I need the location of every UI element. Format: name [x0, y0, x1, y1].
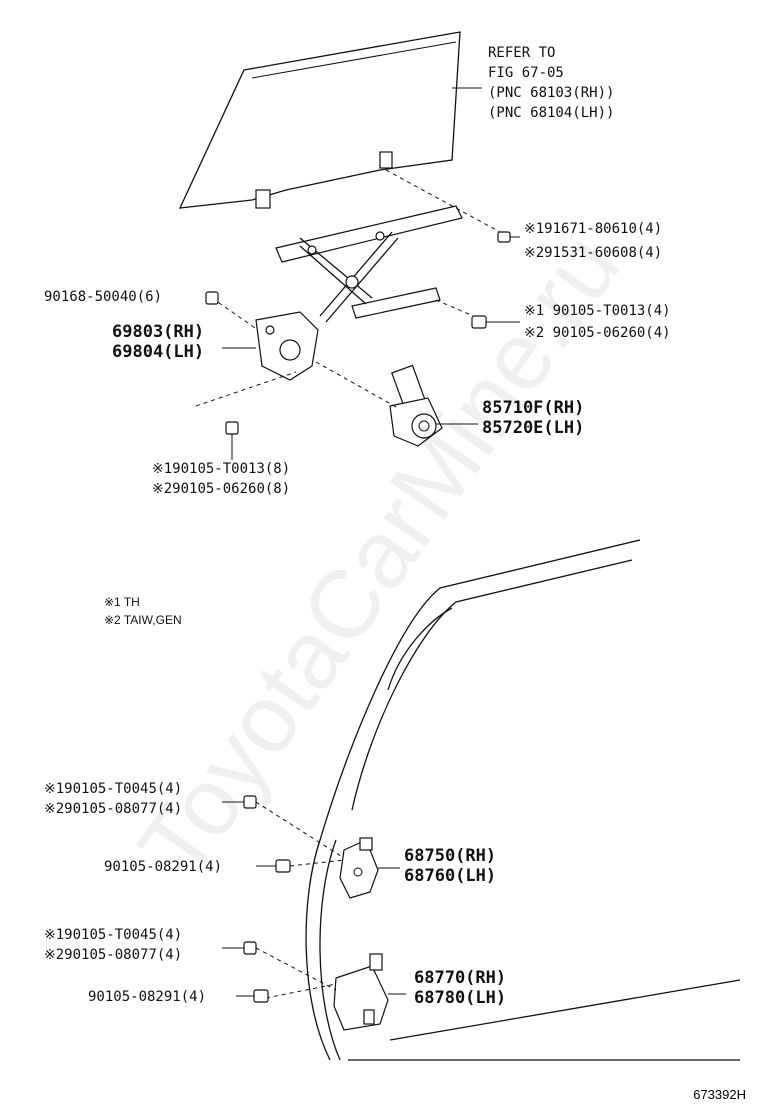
- hinge-low-bolt-label-1: ※190105-T0045(4): [44, 927, 183, 943]
- screw-left-label: 90168-50040(6): [44, 289, 163, 305]
- bolt-icon: [222, 795, 291, 1003]
- hinge-low-bolt-label-2: ※290105-08077(4): [44, 947, 183, 963]
- hinge-up-label-rh: 68750(RH): [404, 846, 497, 866]
- hinge-up-label-lh: 68760(LH): [404, 866, 497, 886]
- refer-line-4: (PNC 68104(LH)): [488, 105, 615, 121]
- regulator-label-rh: 69803(RH): [112, 322, 205, 342]
- hinge-low-label-lh: 68780(LH): [414, 988, 507, 1008]
- bolt-low-label-1: ※190105-T0013(8): [152, 461, 291, 477]
- refer-line-3: (PNC 68103(RH)): [488, 85, 615, 101]
- door-glass: [178, 31, 482, 209]
- upper-door-hinge: [339, 837, 400, 899]
- figure-id: 673392H: [693, 1087, 746, 1102]
- bolt-low-label-2: ※290105-06260(8): [152, 481, 291, 497]
- regulator-label-lh: 69804(LH): [112, 342, 205, 362]
- door-outline: [305, 539, 741, 1061]
- motor-label-rh: 85710F(RH): [482, 398, 585, 418]
- refer-line-2: FIG 67-05: [488, 65, 564, 81]
- hinge-low-bolt2-label: 90105-08291(4): [88, 989, 207, 1005]
- hinge-up-bolt-label-2: ※290105-08077(4): [44, 801, 183, 817]
- window-motor: [389, 364, 478, 447]
- hinge-low-label-rh: 68770(RH): [414, 968, 507, 988]
- hinge-up-bolt2-label: 90105-08291(4): [104, 859, 223, 875]
- bolt-top-label-2: ※291531-60608(4): [524, 245, 663, 261]
- note-2: ※2 TAIW,GEN: [104, 613, 182, 627]
- lower-door-hinge: [333, 953, 406, 1031]
- note-1: ※1 TH: [104, 595, 140, 609]
- bolt-mid-label-2: ※2 90105-06260(4): [524, 325, 671, 341]
- refer-line-1: REFER TO: [488, 45, 556, 61]
- hinge-up-bolt-label-1: ※190105-T0045(4): [44, 781, 183, 797]
- bolt-mid-label-1: ※1 90105-T0013(4): [524, 303, 671, 319]
- bolt-top-label-1: ※191671-80610(4): [524, 221, 663, 237]
- motor-label-lh: 85720E(LH): [482, 418, 585, 438]
- window-regulator: [222, 205, 463, 381]
- bolt-icon: [205, 231, 520, 460]
